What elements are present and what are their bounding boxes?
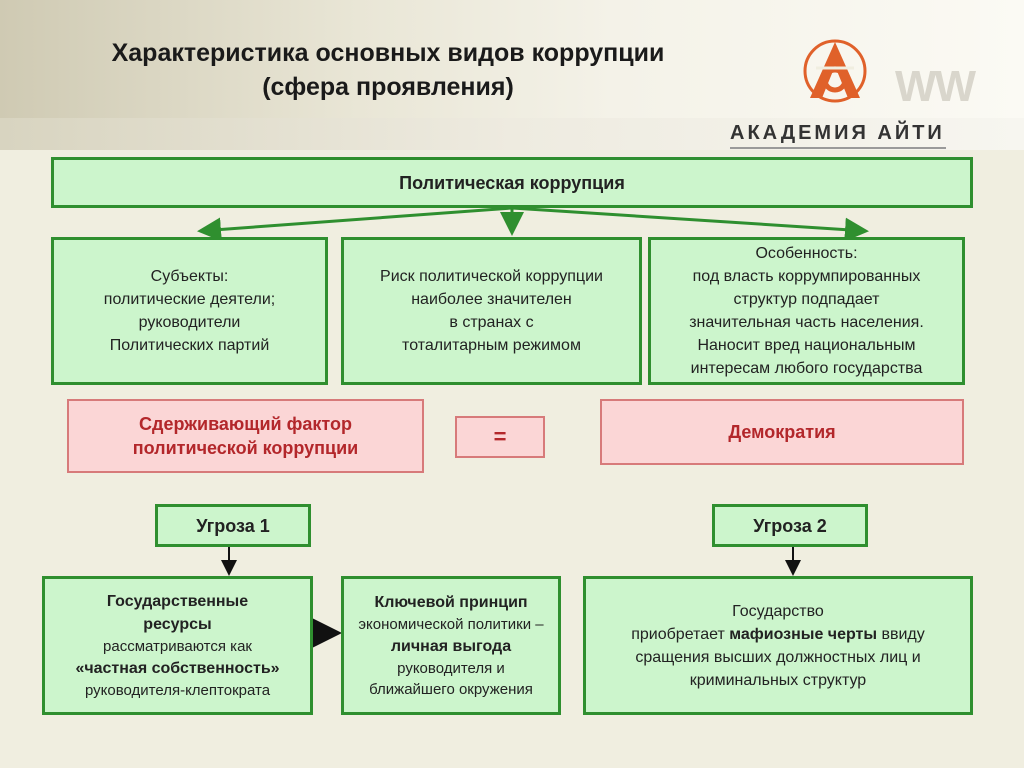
political-corruption-label: Политическая коррупция — [399, 172, 625, 193]
subjects-line: руководители — [138, 314, 241, 331]
threat-1-label: Угроза 1 — [196, 515, 270, 536]
threat-2-label: Угроза 2 — [753, 515, 827, 536]
restraining-factor-box: Сдерживающий фактор политической коррупц… — [67, 399, 424, 473]
subjects-line: политические деятели; — [103, 291, 276, 308]
feature-line: Наносит вред национальным — [697, 337, 916, 354]
feature-line: структур подпадает — [733, 291, 880, 308]
feature-line: интересам любого государства — [690, 360, 923, 377]
democracy-box: Демократия — [600, 399, 964, 465]
state-resources-box: Государственные ресурсы рассматриваются … — [42, 576, 313, 715]
resources-line-1: Государственные — [106, 593, 249, 610]
principle-line-4: руководителя и — [397, 660, 505, 677]
state-line-1: Государство — [732, 602, 824, 620]
principle-line-3: личная выгода — [390, 638, 512, 655]
risk-line: наиболее значителен — [411, 291, 572, 308]
academy-logo-icon — [803, 39, 867, 103]
feature-line: под власть коррумпированных — [692, 268, 921, 285]
state-line-2: приобретает мафиозные черты ввиду — [631, 623, 925, 646]
state-line-2-bold: мафиозные черты — [729, 625, 878, 643]
mafia-state-box: Государство приобретает мафиозные черты … — [583, 576, 973, 715]
logo-underline — [730, 147, 946, 149]
risk-line: Риск политической коррупции — [380, 268, 603, 285]
title-line-2: (сфера проявления) — [262, 73, 514, 101]
resources-line-5: руководителя-клептократа — [84, 682, 271, 699]
risk-box: Риск политической коррупции наиболее зна… — [341, 237, 642, 385]
resources-line-4: «частная собственность» — [75, 660, 280, 677]
subjects-line: Субъекты: — [150, 268, 229, 285]
key-principle-box: Ключевой принцип экономической политики … — [341, 576, 561, 715]
arrow-to-feature — [511, 206, 869, 242]
threat-1-box: Угроза 1 — [155, 504, 311, 547]
equals-box: = — [455, 416, 545, 458]
principle-line-2: экономической политики – — [358, 616, 544, 633]
title-line-1: Характеристика основных видов коррупции — [111, 39, 665, 67]
principle-line-1: Ключевой принцип — [374, 594, 528, 611]
resources-line-3: рассматриваются как — [103, 638, 252, 655]
resources-line-2: ресурсы — [143, 616, 212, 633]
principle-line-5: ближайшего окружения — [369, 681, 533, 698]
state-line-2-post: ввиду — [877, 625, 925, 643]
feature-line: Особенность: — [755, 245, 858, 262]
state-line-3: сращения высших должностных лиц и — [635, 648, 921, 666]
equals-sign: = — [493, 424, 507, 449]
threat-2-box: Угроза 2 — [712, 504, 868, 547]
header-band — [0, 118, 1024, 150]
page-title: Характеристика основных видов коррупции … — [58, 36, 718, 104]
restraining-factor-line: политической коррупции — [132, 438, 359, 458]
risk-line: в странах с — [449, 314, 534, 331]
risk-line: тоталитарным режимом — [402, 337, 581, 354]
logo-watermark: WW — [895, 62, 976, 111]
democracy-label: Демократия — [728, 422, 836, 442]
restraining-factor-line: Сдерживающий фактор — [139, 414, 352, 434]
subjects-line: Политических партий — [109, 337, 270, 354]
state-line-4: криминальных структур — [689, 671, 867, 689]
arrow-to-subjects — [197, 206, 513, 242]
political-corruption-box: Политическая коррупция — [51, 157, 973, 208]
feature-line: значительная часть населения. — [689, 314, 924, 331]
logo-text: АКАДЕМИЯ АЙТИ — [730, 122, 945, 144]
feature-box: Особенность: под власть коррумпированных… — [648, 237, 965, 385]
subjects-box: Субъекты: политические деятели; руководи… — [51, 237, 328, 385]
state-line-2-pre: приобретает — [631, 625, 730, 643]
